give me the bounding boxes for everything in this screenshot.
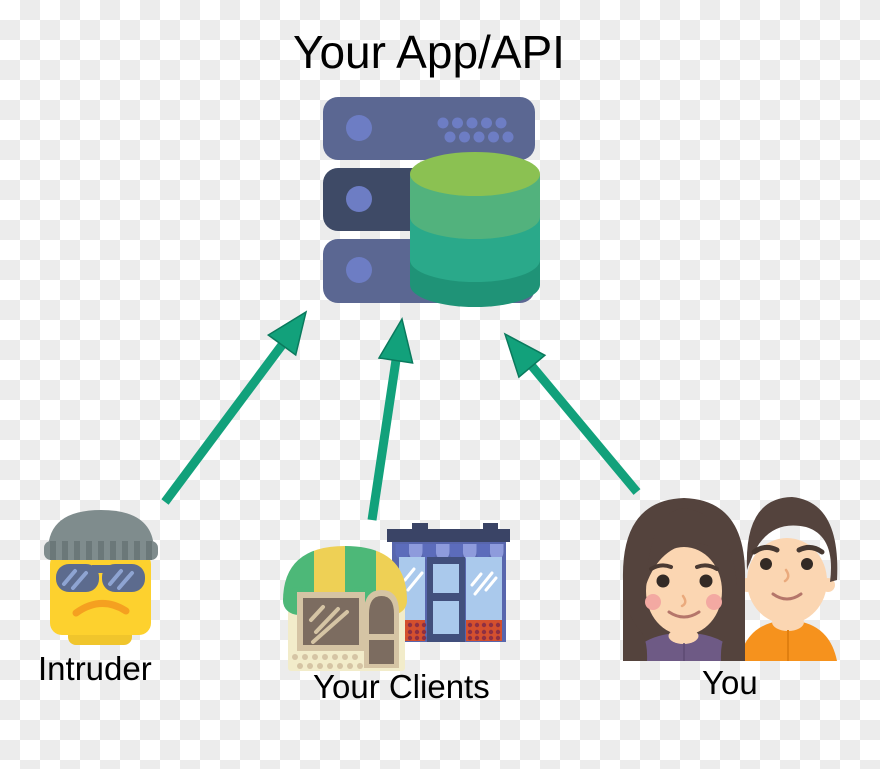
beanie-ribs (50, 541, 152, 560)
beanie-dome (48, 510, 154, 551)
window-glare (309, 605, 349, 644)
storefront-blue (387, 523, 510, 642)
woman-hair-lock-left (623, 590, 648, 661)
window-glare (403, 567, 498, 596)
sunglasses-icon (56, 564, 145, 592)
man-eyebrows (751, 544, 825, 555)
db-top-ellipse (410, 152, 540, 196)
arrow-from-you (503, 332, 641, 495)
intruder-frown (72, 600, 130, 617)
burglar-emoji-icon (44, 510, 158, 645)
person-woman (622, 498, 746, 661)
woman-face (646, 547, 722, 635)
blue-window-right (466, 557, 502, 620)
database-icon (410, 152, 540, 307)
couple-icon (622, 497, 838, 661)
man-smile (771, 592, 803, 601)
server-vent-dots (437, 117, 514, 143)
server-led (346, 257, 372, 283)
cream-base-dots (292, 654, 363, 669)
blue-roof (387, 529, 510, 542)
server-rack-top (323, 97, 535, 160)
woman-eyebrows (649, 563, 719, 571)
woman-hair-lock-right (720, 590, 745, 661)
storefronts-icon (283, 523, 510, 671)
server-led (346, 115, 372, 141)
woman-smile (667, 610, 701, 619)
label-you: You (702, 664, 758, 701)
label-intruder: Intruder (38, 650, 152, 687)
arrow-from-clients (367, 317, 414, 521)
intruder-face (50, 552, 151, 635)
cream-door-bottom (369, 640, 394, 664)
server-led (346, 186, 372, 212)
woman-cheek (706, 594, 722, 610)
blue-awning (395, 544, 504, 560)
woman-bangs (646, 508, 737, 585)
woman-cheek (645, 594, 661, 610)
storefront-cream (283, 546, 407, 671)
cream-window-glass (303, 598, 359, 645)
arrow-from-intruder (161, 310, 308, 505)
page-title: Your App/API (293, 26, 565, 78)
man-hair (746, 497, 838, 582)
label-your-clients: Your Clients (313, 668, 490, 705)
cream-door-top (369, 596, 394, 634)
person-man (739, 497, 838, 661)
